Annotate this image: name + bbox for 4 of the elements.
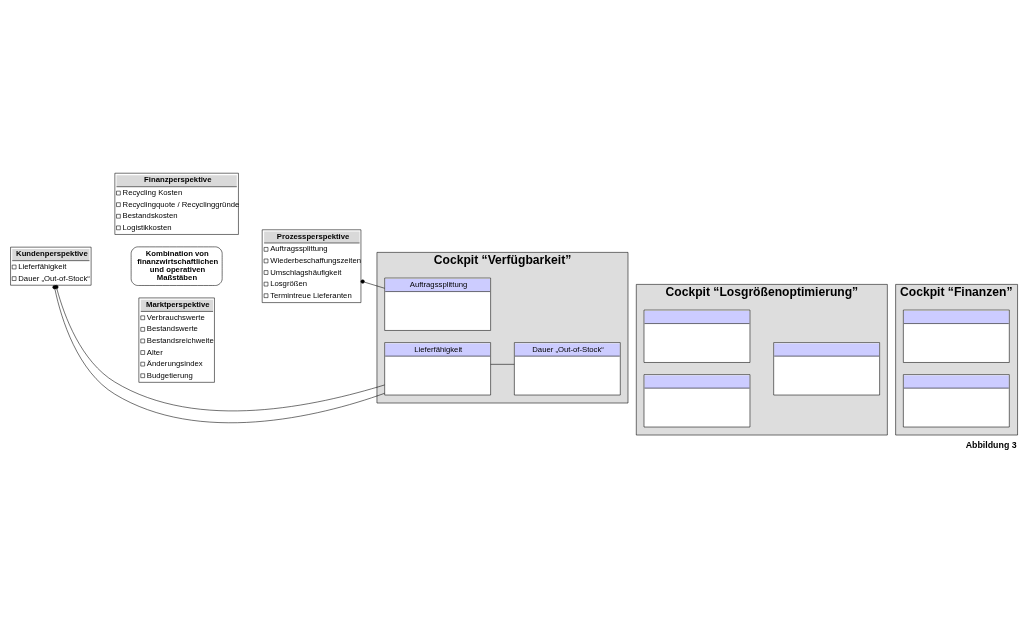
caption: Abbildung 3 — [965, 440, 1017, 451]
cluster: Cockpit “Finanzen” — [895, 284, 1018, 436]
cluster: Cockpit “Losgrößenoptimierung” — [636, 284, 888, 436]
connector — [360, 279, 385, 289]
